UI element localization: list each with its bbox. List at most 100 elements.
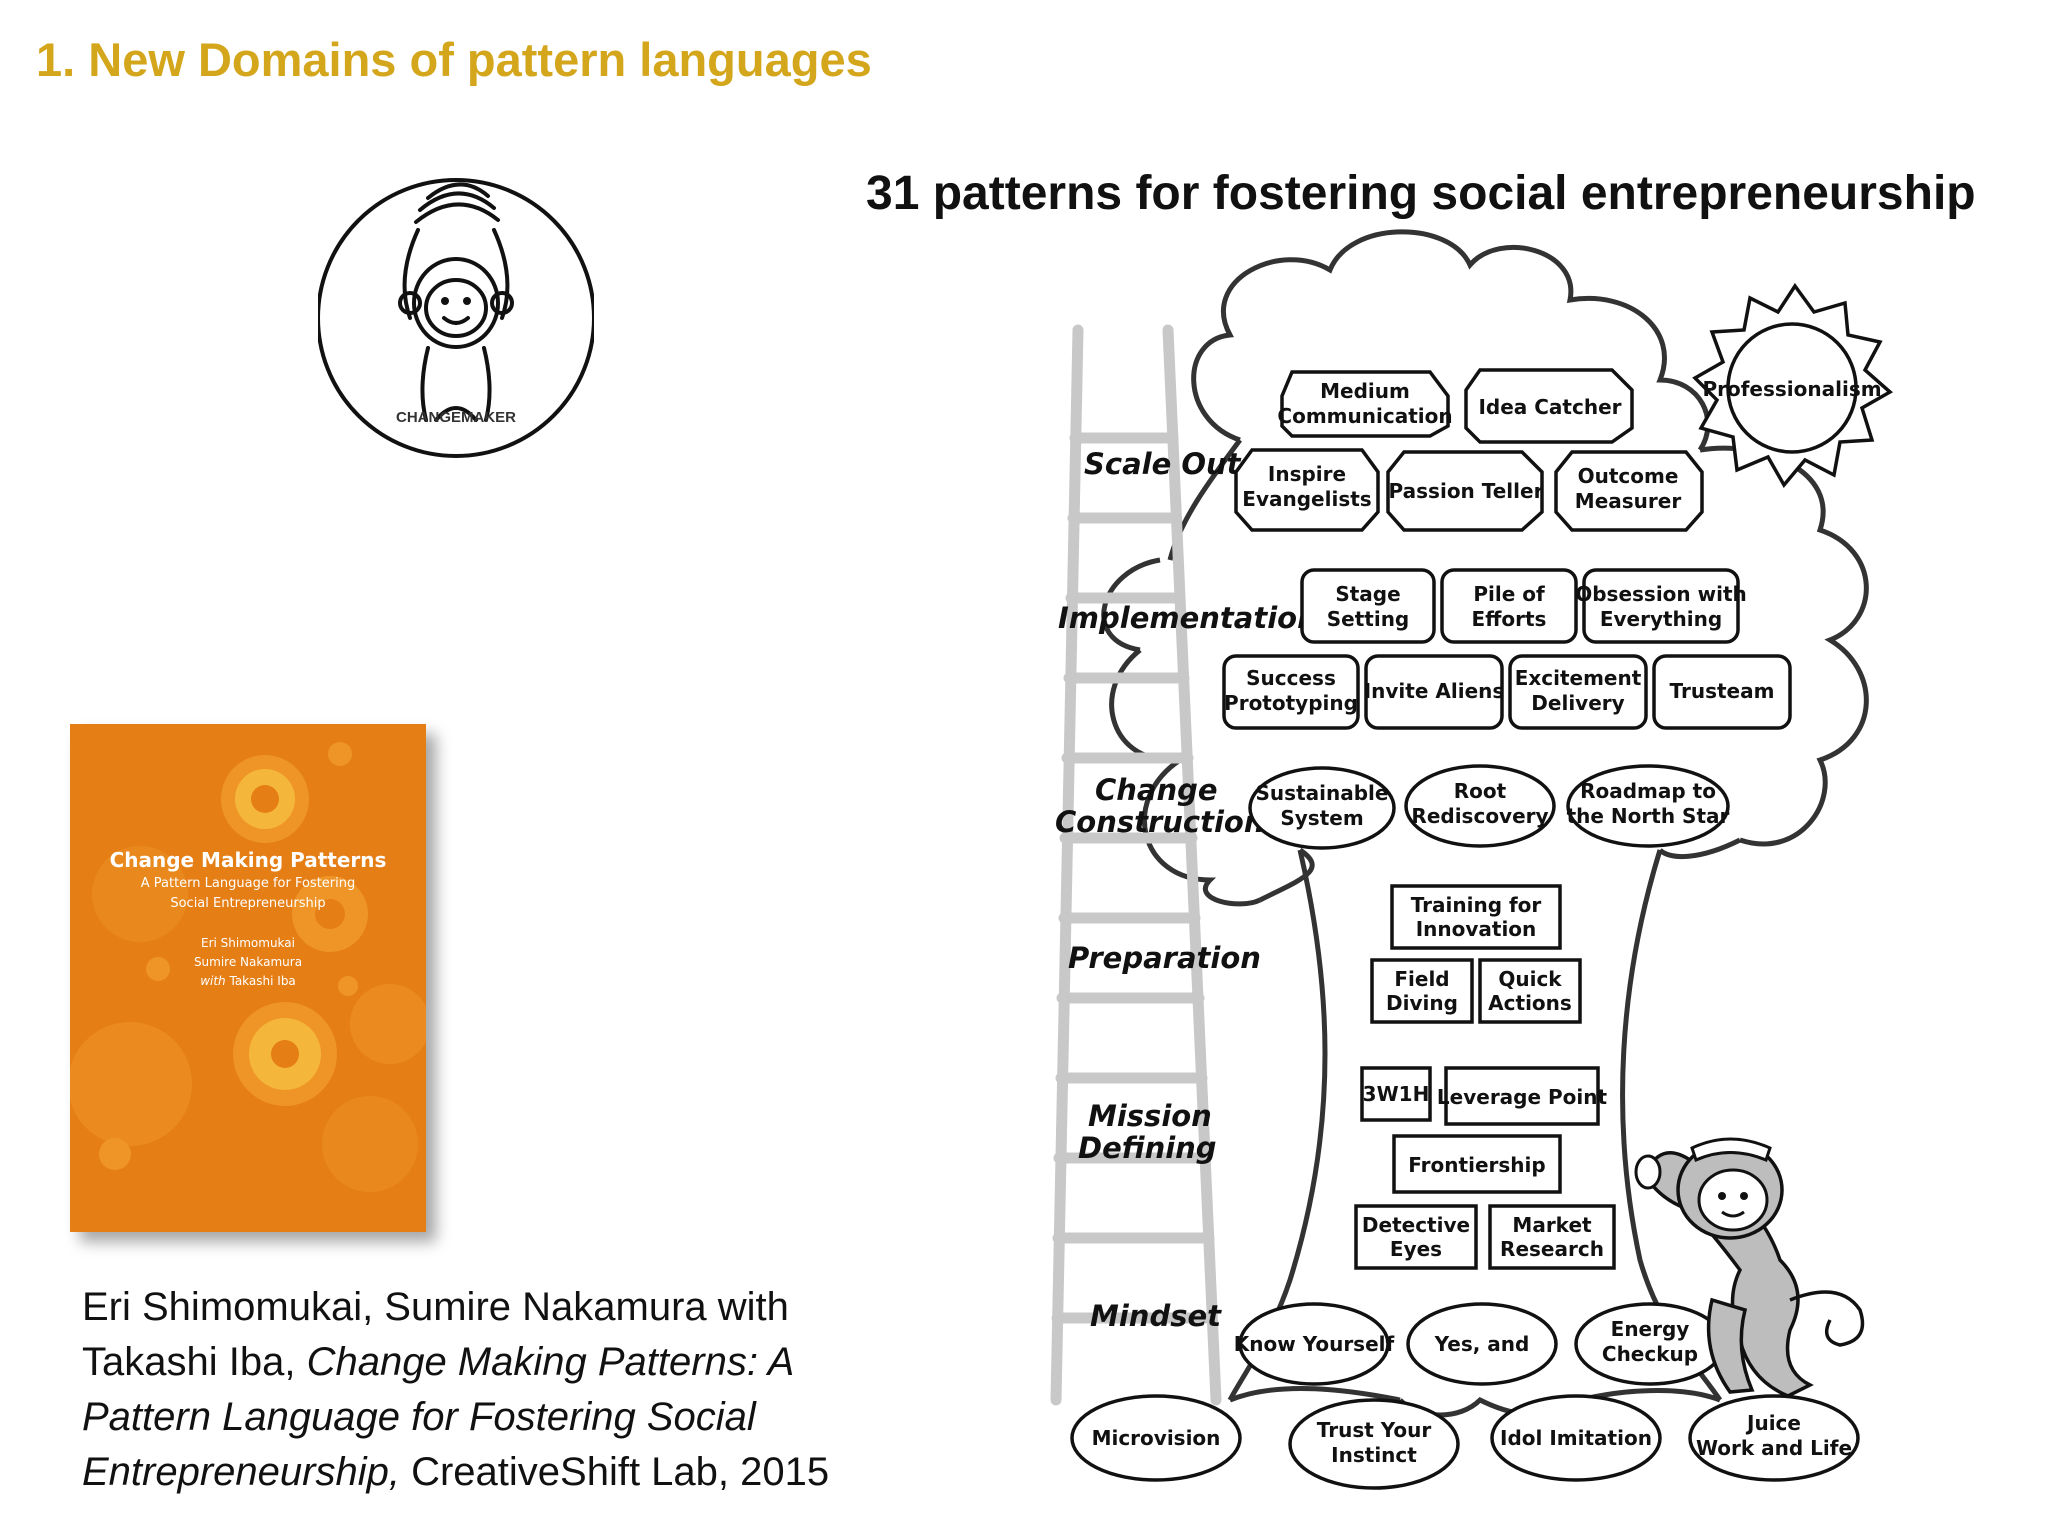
pattern-market-research-l1: Market (1512, 1213, 1592, 1237)
pattern-pile-of-efforts-l1: Pile of (1473, 582, 1545, 606)
pattern-quick-actions-l1: Quick (1498, 967, 1562, 991)
pattern-obsession-l1: Obsession with (1575, 582, 1747, 606)
book-author-3-name: Takashi Iba (229, 974, 296, 988)
pattern-idea-catcher-label: Idea Catcher (1478, 395, 1621, 419)
level-mission-2: Defining (1078, 1131, 1217, 1165)
pattern-professionalism-label: Professionalism (1702, 377, 1881, 401)
pattern-root-rediscovery-l2: Rediscovery (1411, 804, 1548, 828)
pattern-microvision (1070, 1394, 1242, 1482)
pattern-pile-of-efforts (1440, 568, 1578, 644)
pattern-root-rediscovery-l1: Root (1454, 779, 1507, 803)
pattern-know-yourself-label: Know Yourself (1234, 1332, 1395, 1356)
pattern-sustainable-system-l2: System (1280, 806, 1363, 830)
pattern-medium-communication-l1: Medium (1320, 379, 1410, 403)
pattern-field-diving-l2: Diving (1386, 991, 1458, 1015)
pattern-inspire-evangelists (1234, 448, 1380, 532)
pattern-idea-catcher (1464, 368, 1634, 444)
pattern-training (1390, 884, 1562, 950)
level-scale-out: Scale Out (1084, 447, 1242, 481)
pattern-roadmap (1566, 764, 1730, 848)
pattern-detective-eyes-l2: Eyes (1390, 1237, 1442, 1261)
pattern-roadmap-l2: the North Star (1567, 804, 1730, 828)
pattern-quick-actions (1478, 958, 1582, 1024)
pattern-invite-aliens (1364, 654, 1504, 730)
pattern-outcome-measurer-l1: Outcome (1578, 464, 1679, 488)
pattern-leverage-point (1444, 1066, 1600, 1126)
level-implementation: Implementation (1058, 601, 1318, 635)
book-subtitle-2: Social Entrepreneurship (170, 896, 326, 911)
pattern-invite-aliens-label: Invite Aliens (1364, 679, 1505, 703)
pattern-juice-l2: Work and Life (1696, 1436, 1852, 1460)
pattern-excitement-delivery-l1: Excitement (1515, 666, 1642, 690)
pattern-microvision-label: Microvision (1092, 1426, 1221, 1450)
pattern-success-prototyping-l1: Success (1246, 666, 1336, 690)
pattern-frontiership-label: Frontiership (1408, 1153, 1545, 1177)
pattern-trusteam-label: Trusteam (1670, 679, 1775, 703)
monkey-illustration (1634, 1137, 1865, 1398)
citation: Eri Shimomukai, Sumire Nakamura with Tak… (82, 1280, 902, 1500)
pattern-inspire-evangelists-l1: Inspire (1268, 462, 1346, 486)
slide-title: 1. New Domains of pattern languages (36, 33, 872, 86)
pattern-root-rediscovery (1404, 764, 1556, 848)
level-mindset: Mindset (1090, 1299, 1222, 1333)
pattern-sustainable-system-l1: Sustainable (1256, 781, 1389, 805)
pattern-detective-eyes (1354, 1204, 1478, 1270)
book-author-2: Sumire Nakamura (193, 955, 303, 969)
pattern-training-l2: Innovation (1416, 917, 1537, 941)
pattern-obsession (1582, 568, 1740, 644)
pattern-inspire-evangelists-l2: Evangelists (1242, 487, 1371, 511)
pattern-market-research (1488, 1204, 1616, 1270)
level-mission-1: Mission (1088, 1099, 1212, 1133)
level-preparation: Preparation (1068, 941, 1261, 975)
pattern-yes-and-label: Yes, and (1434, 1332, 1530, 1356)
pattern-3w1h-label: 3W1H (1363, 1082, 1430, 1106)
pattern-juice (1688, 1394, 1860, 1482)
logo-text: CHANGEMAKER (396, 409, 516, 426)
diagram-title: 31 patterns for fostering social entrepr… (866, 167, 1976, 220)
pattern-yes-and (1406, 1302, 1558, 1386)
pattern-stage-setting-l1: Stage (1335, 582, 1400, 606)
pattern-energy-checkup-l1: Energy (1611, 1317, 1690, 1341)
pattern-roadmap-l1: Roadmap to (1580, 779, 1716, 803)
citation-publisher: CreativeShift Lab, 2015 (399, 1450, 830, 1494)
citation-title-2: Change Making Patterns: A (306, 1340, 795, 1384)
pattern-outcome-measurer-l2: Measurer (1575, 489, 1682, 513)
level-change-1: Change (1095, 773, 1218, 807)
pattern-know-yourself (1238, 1302, 1390, 1386)
pattern-medium-communication-l2: Communication (1277, 404, 1452, 428)
book-subtitle-1: A Pattern Language for Fostering (140, 876, 356, 891)
pattern-excitement-delivery-l2: Delivery (1531, 691, 1624, 715)
pattern-sustainable-system (1248, 766, 1396, 850)
pattern-energy-checkup-l2: Checkup (1602, 1342, 1698, 1366)
pattern-trust-your-instinct (1288, 1398, 1460, 1490)
pattern-field-diving (1370, 958, 1474, 1024)
pattern-excitement-delivery (1508, 654, 1648, 730)
pattern-trusteam (1652, 654, 1792, 730)
pattern-stage-setting (1300, 568, 1436, 644)
pattern-field-diving-l1: Field (1394, 967, 1449, 991)
book-title: Change Making Patterns (109, 848, 387, 872)
pattern-3w1h (1360, 1066, 1432, 1122)
book-author-3: with Takashi Iba (70, 974, 426, 988)
pattern-trust-your-instinct-l1: Trust Your (1317, 1418, 1432, 1442)
gears-pattern (70, 742, 426, 1192)
pattern-outcome-measurer (1554, 450, 1704, 532)
pattern-idol-imitation-label: Idol Imitation (1500, 1426, 1652, 1450)
citation-authors-1: Eri Shimomukai, Sumire Nakamura with (82, 1285, 789, 1329)
pattern-success-prototyping-l2: Prototyping (1224, 691, 1358, 715)
citation-title-4: Entrepreneurship, (82, 1450, 400, 1494)
pattern-trust-your-instinct-l2: Instinct (1331, 1443, 1417, 1467)
citation-title-3: Pattern Language for Fostering Social (82, 1395, 756, 1439)
pattern-market-research-l2: Research (1500, 1237, 1604, 1261)
pattern-detective-eyes-l1: Detective (1362, 1213, 1470, 1237)
pattern-leverage-point-label: Leverage Point (1437, 1085, 1608, 1109)
pattern-juice-l1: Juice (1745, 1411, 1801, 1435)
ladder (1050, 324, 1222, 1406)
book-cover: Change Making Patterns A Pattern Languag… (70, 724, 426, 1232)
pattern-professionalism (1692, 282, 1893, 489)
pattern-pile-of-efforts-l2: Efforts (1472, 607, 1547, 631)
book-author-3-prefix: with (200, 974, 226, 988)
pattern-quick-actions-l2: Actions (1488, 991, 1572, 1015)
pattern-idol-imitation (1490, 1394, 1662, 1482)
